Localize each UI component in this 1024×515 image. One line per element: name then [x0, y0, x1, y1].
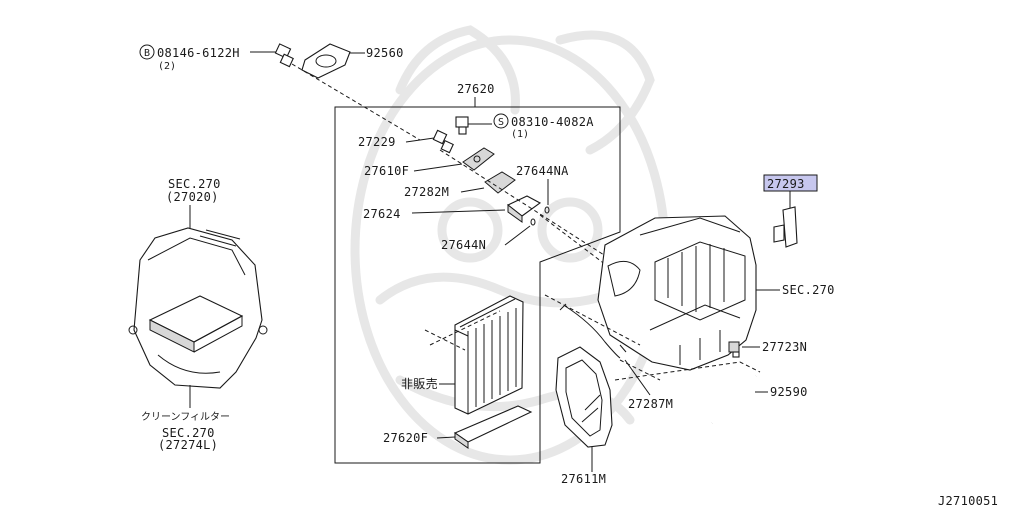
bolt-marker: B: [139, 44, 155, 60]
label-bolt-qty: (2): [158, 61, 176, 72]
label-screw: 08310-4082A: [511, 115, 594, 129]
seal-m-part: [484, 171, 516, 194]
filter-housing: [128, 227, 268, 389]
label-seal-m: 27282M: [404, 185, 449, 199]
evaporator-case-part: [453, 405, 533, 449]
label-valve: 27229: [358, 135, 396, 149]
svg-text:S: S: [498, 117, 504, 128]
label-clip: 27723N: [762, 340, 807, 354]
label-sec-left: SEC.270: [168, 177, 221, 191]
label-sec-right: SEC.270: [782, 283, 835, 297]
reference-code: J2710051: [938, 494, 998, 508]
hose-part: [710, 375, 758, 424]
label-sec-bottom-ref: (27274L): [158, 438, 218, 452]
label-bolt: 08146-6122H: [157, 46, 240, 60]
label-evaporator-case: 27620F: [383, 431, 428, 445]
actuator-part: [773, 206, 798, 248]
heater-unit: [597, 215, 757, 371]
label-oring-n: 27644N: [441, 238, 486, 252]
label-block: 27624: [363, 207, 401, 221]
label-pipe: 27287M: [628, 397, 673, 411]
label-sec-left-ref: (27020): [166, 190, 219, 204]
label-gasket: 92560: [366, 46, 404, 60]
label-screw-qty: (1): [511, 129, 529, 140]
screw-marker: S: [493, 113, 509, 129]
label-oring-na: 27644NA: [516, 164, 569, 178]
label-lower-case: 27611M: [561, 472, 606, 486]
lower-case-part: [555, 346, 613, 448]
svg-text:B: B: [144, 48, 150, 59]
block-part: [506, 195, 542, 223]
unit-box: [334, 106, 621, 464]
gasket-part: [301, 43, 351, 79]
label-filter-jp: クリーンフィルター: [141, 411, 230, 423]
screw-part: [455, 116, 469, 135]
oring-n-part: [530, 218, 536, 226]
clip-part: [728, 341, 740, 358]
flange-part: [462, 147, 495, 171]
label-not-for-sale: 非販売: [401, 376, 438, 391]
label-hose: 92590: [770, 385, 808, 399]
label-sec-bottom: SEC.270: [162, 426, 215, 440]
valve-part: [432, 129, 454, 154]
oring-na-part: [544, 206, 550, 214]
label-unit: 27620: [457, 82, 495, 96]
bolt-part: [274, 43, 294, 68]
label-highlighted-part: 27293: [767, 177, 805, 191]
evaporator-core: [454, 295, 524, 415]
label-flange: 27610F: [364, 164, 409, 178]
